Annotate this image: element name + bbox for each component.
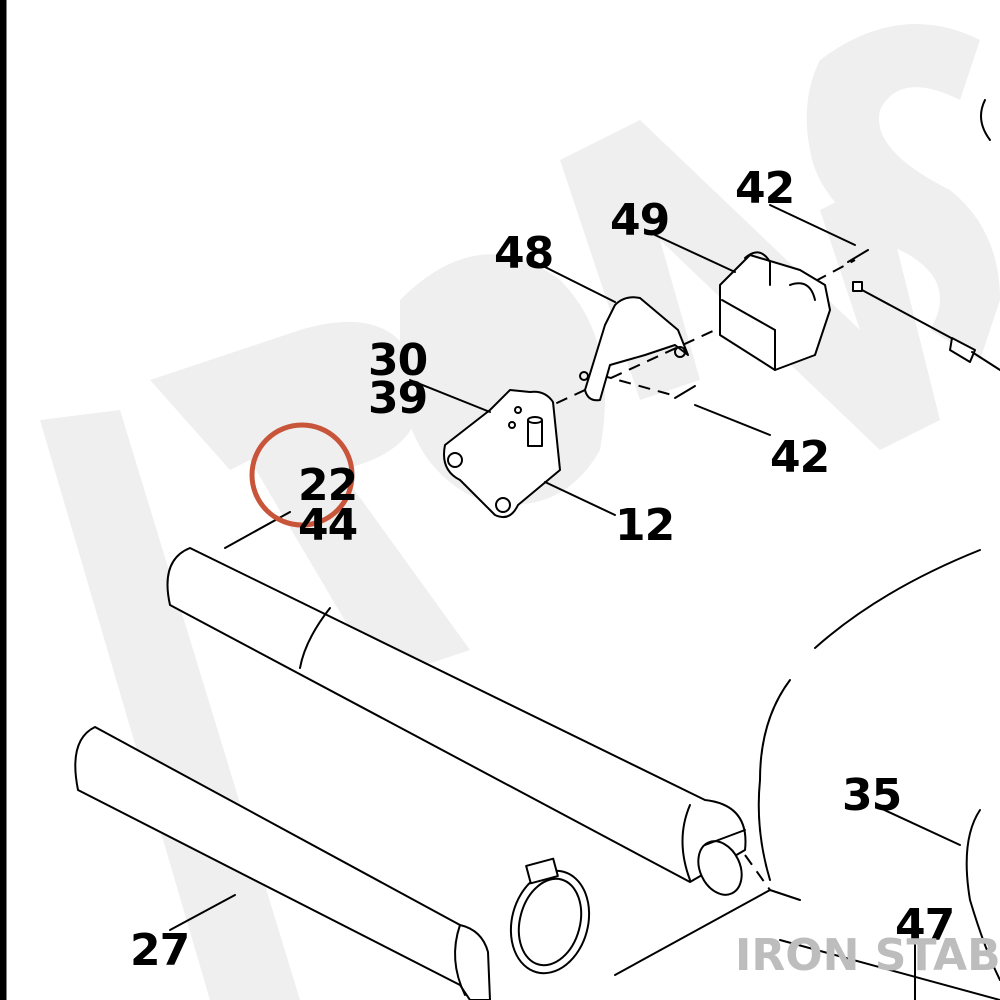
engine-outline [614, 99, 1000, 1000]
screw-bottom [674, 385, 696, 399]
actuator-module-49 [719, 251, 831, 371]
muffler-upper [166, 547, 747, 896]
label-part-47: 47 [895, 900, 954, 951]
label-part-35: 35 [842, 770, 901, 821]
cable-connector [852, 281, 1000, 371]
highlight-circle [249, 422, 355, 528]
label-part-42-bottom: 42 [770, 432, 829, 483]
bracket-48 [579, 296, 689, 402]
label-part-42-top: 42 [735, 163, 794, 214]
label-part-44: 44 [298, 500, 357, 551]
label-part-12: 12 [615, 500, 674, 551]
background-watermark-shapes [40, 24, 1000, 1000]
label-part-27: 27 [130, 925, 189, 976]
label-part-49: 49 [610, 195, 669, 246]
label-part-39: 39 [368, 373, 427, 424]
watermark-iron-stable: IRON STABLE [735, 930, 1000, 981]
label-part-22: 22 [298, 460, 357, 511]
mounting-plate [443, 389, 561, 518]
label-part-48: 48 [494, 228, 553, 279]
screw-top [847, 249, 869, 263]
hose-clamp [509, 857, 591, 975]
label-part-30: 30 [368, 335, 427, 386]
muffler-lower [74, 726, 491, 1000]
